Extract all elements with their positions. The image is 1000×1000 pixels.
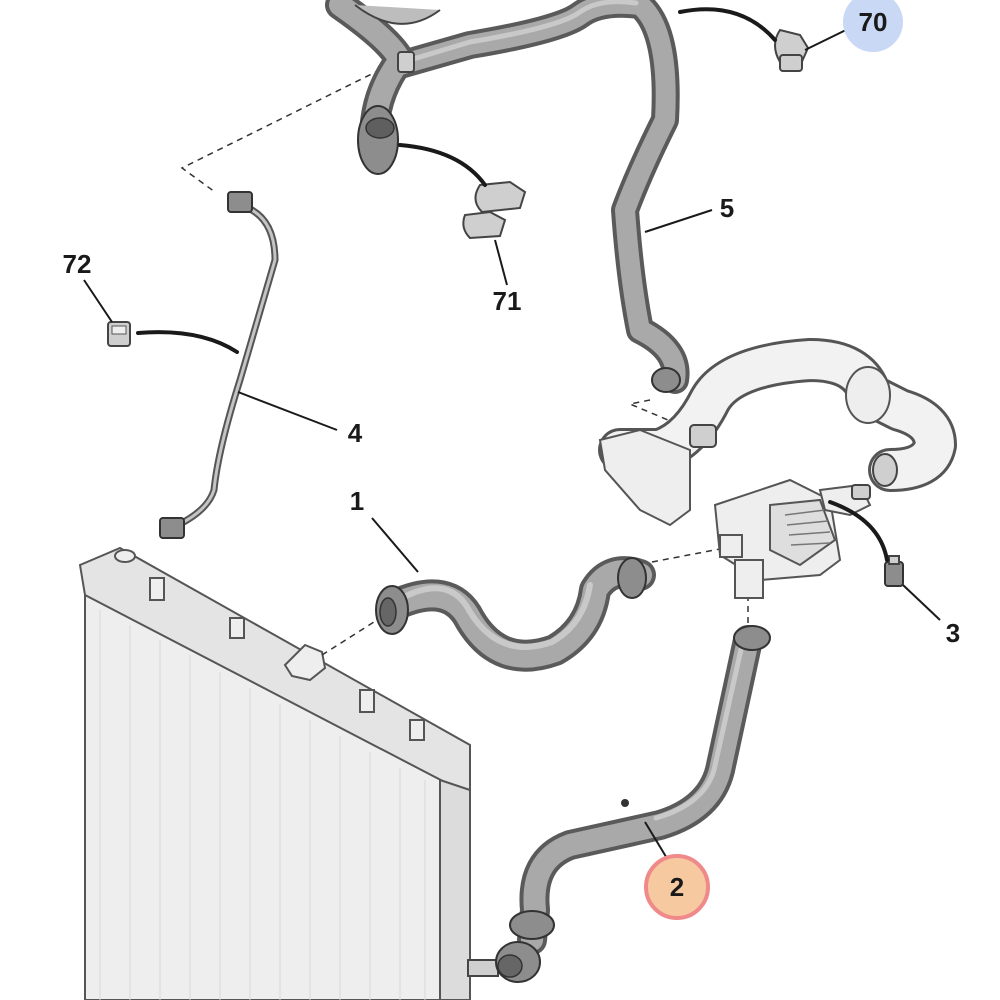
callout-2-highlight bbox=[644, 854, 710, 920]
upper-hose-part-5 bbox=[325, 0, 690, 394]
radiator-tab bbox=[359, 689, 375, 713]
label-part-72: 72 bbox=[63, 249, 92, 279]
label-part-1: 1 bbox=[350, 486, 364, 516]
hose-clamp bbox=[617, 557, 647, 599]
callout-2: 2 bbox=[644, 854, 710, 920]
water-outlet-pipe bbox=[598, 338, 957, 527]
label-part-2: 2 bbox=[670, 872, 684, 902]
bleed-pipe-lower-connector bbox=[159, 517, 185, 539]
radiator-body bbox=[84, 568, 472, 1000]
hose-clamp bbox=[733, 625, 771, 651]
radiator bbox=[78, 546, 499, 1000]
radiator-inlet-nozzle bbox=[283, 643, 327, 682]
callout-70-highlight bbox=[843, 0, 903, 52]
clip-part-72 bbox=[107, 321, 131, 347]
hose-sensor-plug bbox=[397, 51, 415, 73]
callout-70: 70 bbox=[843, 0, 903, 52]
radiator-outlet-spigot bbox=[467, 959, 499, 977]
hose-clamp bbox=[509, 910, 555, 940]
thermostat-outlet-spigot bbox=[734, 559, 764, 599]
clip-part-70 bbox=[774, 28, 810, 72]
lower-hose-part-2 bbox=[495, 625, 771, 983]
radiator-hose-part-1 bbox=[375, 556, 656, 672]
label-part-5: 5 bbox=[720, 193, 734, 223]
label-part-70: 70 bbox=[859, 7, 888, 37]
hose-end-fitting bbox=[651, 367, 681, 393]
outlet-clamp bbox=[689, 424, 717, 448]
assembly-lines bbox=[180, 54, 749, 656]
label-part-3: 3 bbox=[946, 618, 960, 648]
bleed-pipe-upper-connector bbox=[227, 191, 253, 213]
outlet-clamp bbox=[872, 453, 898, 487]
clip-part-71 bbox=[462, 180, 527, 240]
outlet-bracket bbox=[598, 428, 691, 527]
radiator-tab bbox=[409, 719, 425, 741]
hose-top-bracket bbox=[354, 4, 441, 25]
thermostat-housing bbox=[713, 478, 872, 599]
thermostat-side-spigot bbox=[719, 534, 743, 558]
label-part-71: 71 bbox=[493, 286, 522, 316]
radiator-fins bbox=[99, 610, 426, 1000]
radiator-side-tank bbox=[439, 778, 471, 1000]
leader-lines bbox=[83, 7, 941, 861]
bleed-screw-part-3 bbox=[884, 555, 904, 587]
outlet-flange bbox=[845, 366, 891, 424]
radiator-cap bbox=[114, 549, 136, 563]
bleed-pipe-part-4 bbox=[159, 191, 279, 539]
label-part-4: 4 bbox=[348, 418, 363, 448]
radiator-tab bbox=[229, 617, 245, 639]
hose-end-fitting bbox=[357, 105, 399, 175]
radiator-tab bbox=[149, 577, 165, 601]
